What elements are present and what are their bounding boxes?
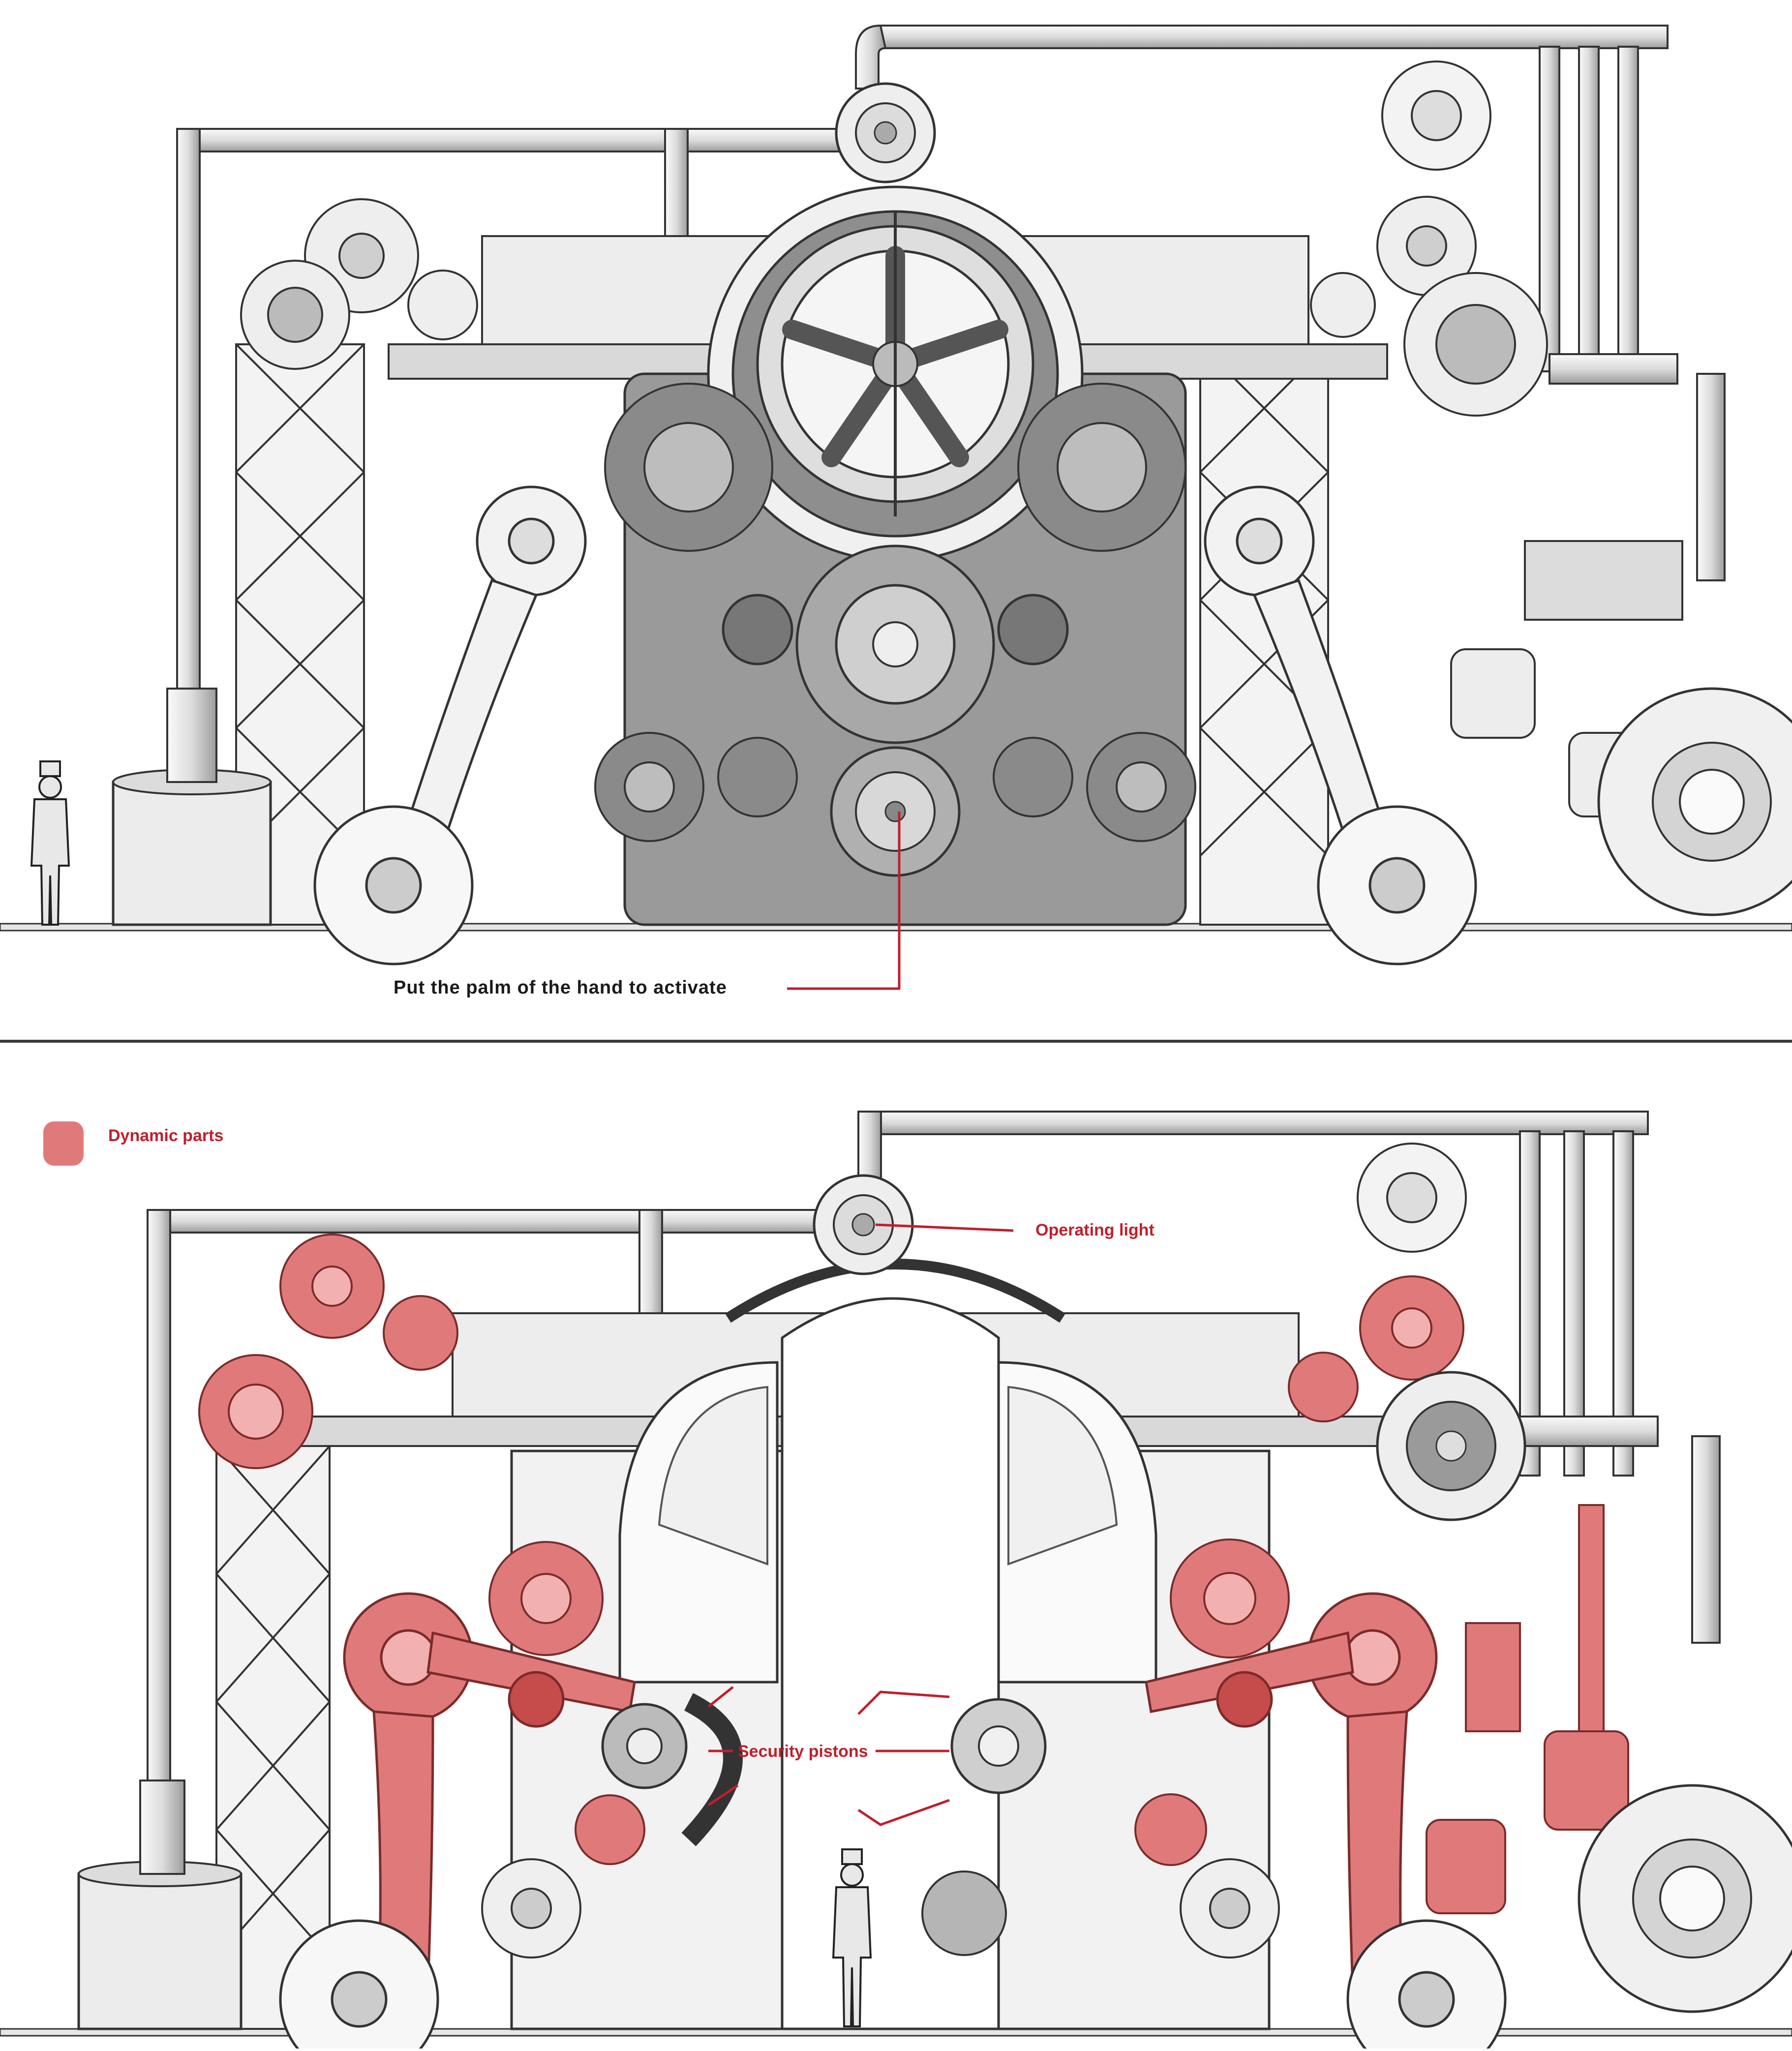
wall-flange-top bbox=[1381, 60, 1491, 171]
person-silhouette-icon bbox=[832, 1848, 872, 2027]
right-dynamic-piston-arm bbox=[1145, 1592, 1438, 1989]
central-lock bbox=[795, 544, 995, 744]
left-tank bbox=[77, 1780, 243, 2030]
right-weight-stack bbox=[1450, 540, 1683, 817]
activation-callout-label: Put the palm of the hand to activate bbox=[394, 977, 727, 998]
right-turbine bbox=[1376, 1371, 1526, 1521]
open-passage bbox=[781, 1297, 1000, 2030]
arch-frame bbox=[725, 1259, 1065, 1323]
rounded-square-swatch-icon bbox=[43, 1121, 84, 1166]
security-pistons-label: Security pistons bbox=[738, 1742, 868, 1761]
person-silhouette-icon bbox=[30, 760, 70, 926]
security-pistons-callout bbox=[707, 1686, 950, 1826]
panel-separator bbox=[0, 1040, 1792, 1043]
palm-reader[interactable] bbox=[830, 746, 961, 877]
open-door-panel: Dynamic parts bbox=[0, 1043, 1792, 2051]
large-flange bbox=[1578, 1784, 1792, 2013]
left-gear-cluster bbox=[594, 383, 798, 842]
left-tank bbox=[112, 688, 272, 926]
right-gear-cluster bbox=[993, 383, 1196, 842]
operating-light-label: Operating light bbox=[1035, 1221, 1154, 1239]
operating-light-top bbox=[835, 82, 936, 183]
right-security-piston bbox=[950, 1698, 1047, 1794]
legend-label: Dynamic parts bbox=[108, 1126, 223, 1145]
pipe-network bbox=[176, 24, 1726, 774]
wall-flange bbox=[1357, 1143, 1467, 1253]
lower-idle-gears bbox=[481, 1858, 1280, 1959]
top-right-gears bbox=[1310, 196, 1548, 417]
right-piston-arm bbox=[997, 485, 1477, 965]
vault-wheel bbox=[707, 185, 1084, 562]
left-piston-arm bbox=[313, 485, 793, 965]
activation-callout: Put the palm of the hand to activate bbox=[394, 812, 901, 998]
left-dynamic-gears bbox=[198, 1234, 645, 1865]
bottom-wheels bbox=[279, 1919, 1507, 2051]
operating-light-callout: Operating light bbox=[875, 1221, 1154, 1239]
right-dynamic-weights bbox=[1426, 1504, 1629, 1914]
large-flange bbox=[1597, 687, 1792, 916]
legend: Dynamic parts bbox=[43, 1121, 223, 1166]
top-left-gears bbox=[240, 198, 478, 370]
left-security-piston bbox=[601, 1693, 743, 1846]
right-dynamic-gears bbox=[1134, 1275, 1464, 1866]
closed-door-panel: Put the palm of the hand to activate bbox=[0, 24, 1792, 998]
